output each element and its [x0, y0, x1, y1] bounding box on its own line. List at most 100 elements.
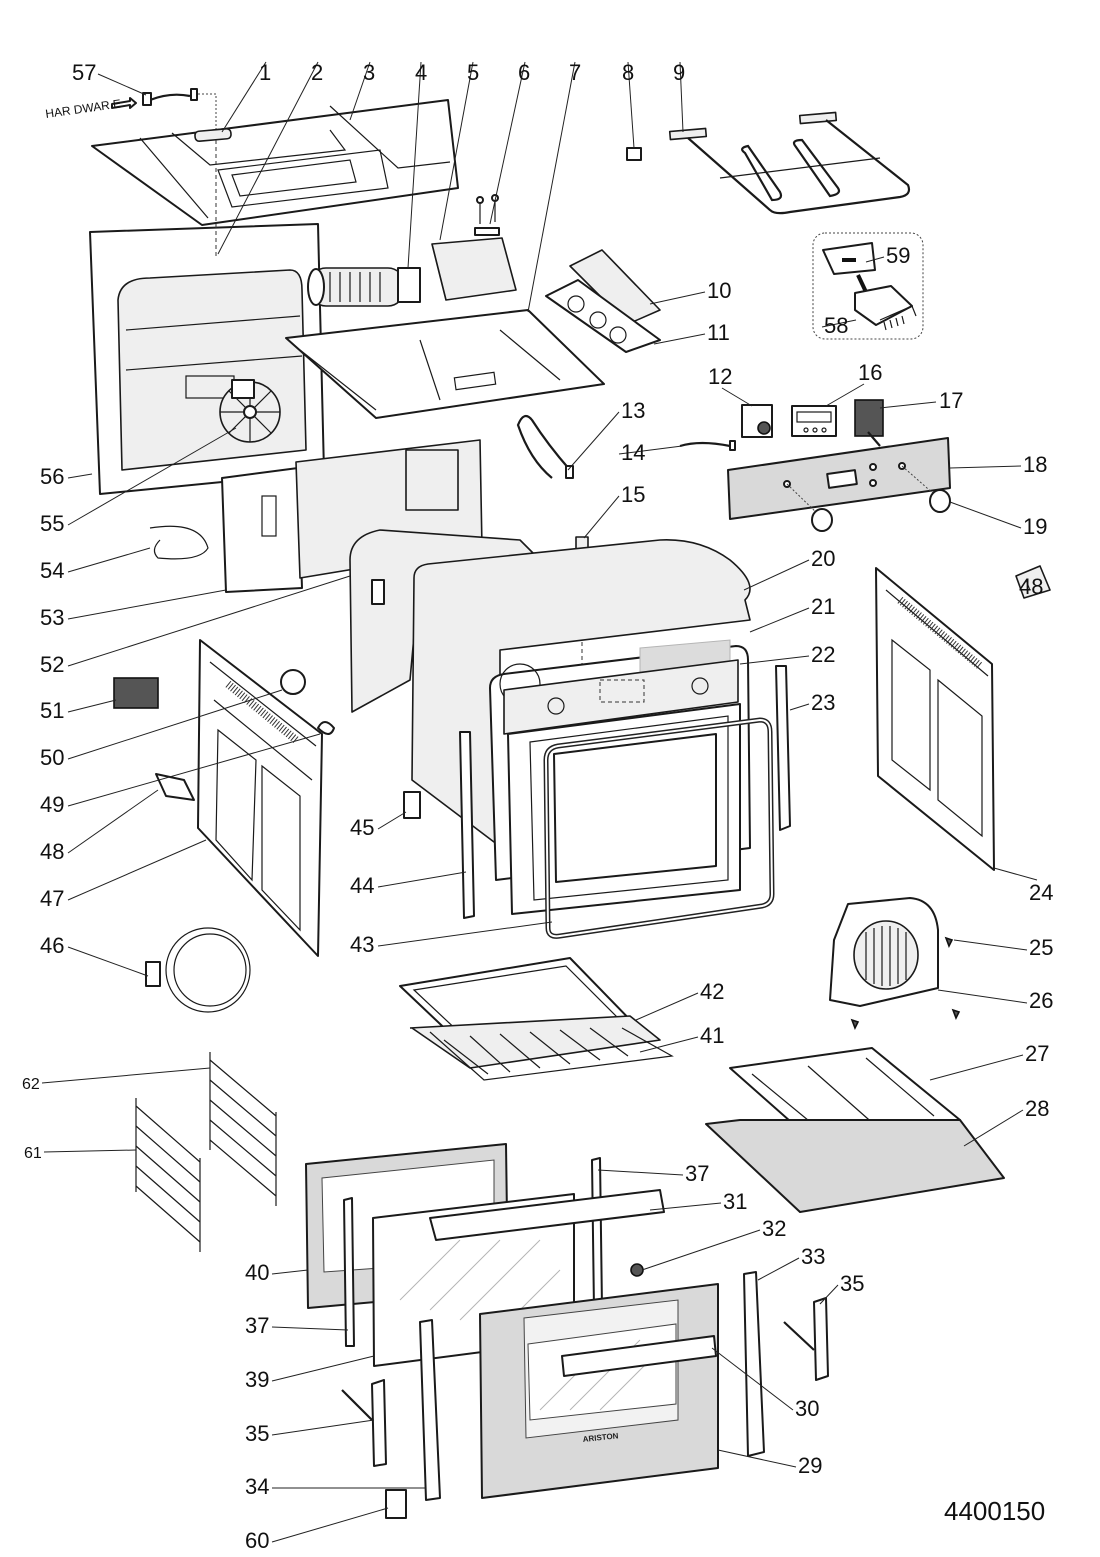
- part-31-door-top-profile: [429, 1189, 665, 1241]
- leader-line-60: [271, 1507, 389, 1543]
- leader-line-24: [993, 867, 1038, 881]
- leader-line-51: [67, 699, 117, 713]
- callout-52: 52: [40, 652, 64, 677]
- callout-2: 2: [311, 60, 323, 85]
- part-48-vent-right: [1015, 565, 1051, 599]
- part-37-glass-strip-left: [343, 1197, 355, 1347]
- leader-line-18: [949, 465, 1022, 469]
- callout-5: 5: [467, 60, 479, 85]
- leader-line-35l: [271, 1419, 375, 1436]
- callout-49: 49: [40, 792, 64, 817]
- leader-line-13: [567, 411, 620, 471]
- callout-8: 8: [622, 60, 634, 85]
- callout-30: 30: [795, 1396, 819, 1421]
- callout-33: 33: [801, 1244, 825, 1269]
- callout-58: 58: [824, 313, 848, 338]
- callout-37-left: 37: [245, 1313, 269, 1338]
- part-34-door-side-profile-left: [419, 1319, 441, 1501]
- callout-34: 34: [245, 1474, 269, 1499]
- callout-56: 56: [40, 464, 64, 489]
- part-19-knob-right: [929, 489, 951, 513]
- leader-line-52: [67, 575, 351, 667]
- part-61-shelf-support-left: [135, 1098, 201, 1252]
- part-48-vent-left: [155, 773, 195, 801]
- part-26-screw: [951, 1008, 961, 1020]
- part-18-control-panel: [727, 437, 951, 520]
- leader-line-8: [627, 61, 635, 149]
- leader-line-10: [649, 291, 706, 305]
- callout-3: 3: [363, 60, 375, 85]
- callout-37-right: 37: [685, 1161, 709, 1186]
- leader-line-48l: [67, 789, 159, 854]
- leader-lines: [41, 61, 1038, 1543]
- leader-line-45: [377, 811, 407, 830]
- part-45-clip: [403, 791, 421, 819]
- callout-15: 15: [621, 482, 645, 507]
- leader-line-17: [879, 401, 937, 409]
- part-37-glass-strip-right: [591, 1157, 603, 1311]
- callout-1: 1: [259, 60, 271, 85]
- leader-line-37a: [597, 1169, 684, 1176]
- leader-line-14: [618, 445, 683, 455]
- part-57-wiring-harness: [111, 88, 217, 210]
- callout-14: 14: [621, 440, 645, 465]
- leader-line-26: [937, 989, 1028, 1004]
- part-60-clip: [385, 1489, 407, 1519]
- part-26-screw: [850, 1018, 860, 1030]
- callout-42: 42: [700, 979, 724, 1004]
- leader-line-30: [711, 1347, 794, 1411]
- leader-line-4: [407, 61, 422, 269]
- part-22-front-frame: [503, 659, 741, 915]
- leader-line-21: [749, 607, 810, 633]
- part-54-cable: [149, 525, 209, 560]
- leader-line-37b: [271, 1326, 349, 1331]
- callout-45: 45: [350, 815, 374, 840]
- callout-48-left: 48: [40, 839, 64, 864]
- callout-47: 47: [40, 886, 64, 911]
- part-24-right-side-panel: [875, 567, 995, 871]
- callout-4: 4: [415, 60, 427, 85]
- leader-line-28: [963, 1109, 1024, 1147]
- leader-line-25: [953, 939, 1028, 951]
- part-62-shelf-support-right: [209, 1052, 277, 1206]
- leader-line-46: [67, 946, 149, 977]
- leader-line-31: [649, 1202, 722, 1211]
- part-44-left-runner: [459, 731, 475, 919]
- leader-line-2: [217, 61, 319, 255]
- leader-line-40: [271, 1269, 309, 1275]
- leader-line-35r: [819, 1284, 839, 1305]
- leader-line-53: [67, 589, 227, 620]
- callout-53: 53: [40, 605, 64, 630]
- callout-7: 7: [569, 60, 581, 85]
- part-17-thermostat: [854, 399, 884, 447]
- leader-line-43: [377, 921, 553, 947]
- part-28-bottom-panel: [705, 1119, 1005, 1213]
- callout-44: 44: [350, 873, 374, 898]
- leader-line-5: [439, 61, 474, 241]
- part-25-screw: [944, 936, 954, 948]
- leader-line-58: [821, 319, 857, 328]
- leader-line-27: [929, 1054, 1024, 1081]
- callout-35-right: 35: [840, 1271, 864, 1296]
- part-16-timer-display: [791, 405, 837, 437]
- callout-28: 28: [1025, 1096, 1049, 1121]
- leader-line-49: [67, 733, 321, 807]
- leader-line-61: [43, 1149, 137, 1153]
- callout-48-right: 48: [1019, 574, 1043, 599]
- part-47-left-side-panel: [197, 639, 323, 957]
- part-32-bumper: [630, 1263, 644, 1277]
- part-46-circular-element: [145, 927, 251, 1013]
- part-4-tangential-fan: [307, 267, 421, 307]
- part-3-top-cover: [91, 99, 459, 226]
- leader-line-41: [639, 1036, 699, 1053]
- part-52-clip: [371, 579, 385, 605]
- drawing-code: 4400150: [944, 1496, 1045, 1526]
- callout-11: 11: [707, 320, 730, 345]
- callout-55: 55: [40, 511, 64, 536]
- callout-35-left: 35: [245, 1421, 269, 1446]
- part-55-fan-blade: [219, 379, 281, 443]
- leader-line-39: [271, 1355, 375, 1382]
- callout-43: 43: [350, 932, 374, 957]
- part-50-lamp-cover: [280, 669, 306, 695]
- callout-25: 25: [1029, 935, 1053, 960]
